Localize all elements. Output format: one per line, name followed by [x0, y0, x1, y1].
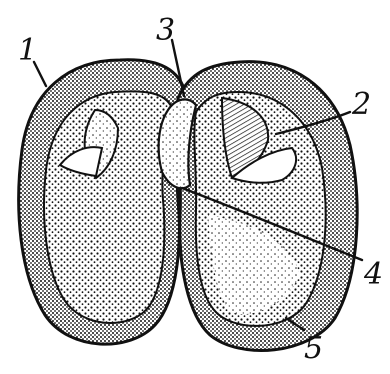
left-cotyledon [19, 60, 186, 344]
label-1: 1 [18, 33, 37, 68]
label-5: 5 [304, 331, 323, 366]
label-2: 2 [351, 87, 371, 122]
label-4: 4 [363, 257, 383, 292]
label-3: 3 [156, 13, 175, 48]
right-cotyledon [178, 62, 358, 351]
